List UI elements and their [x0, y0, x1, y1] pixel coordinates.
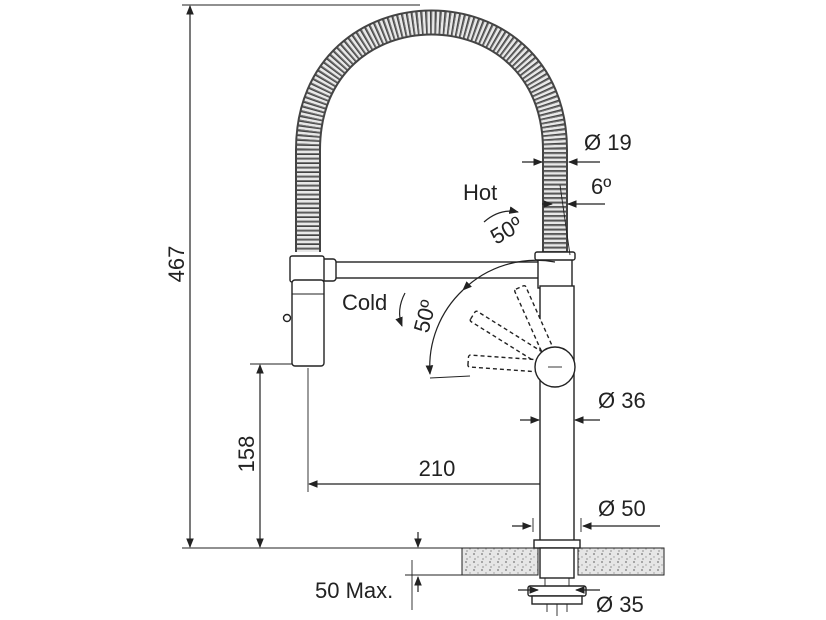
dimension-swivel-angle: 6º — [542, 174, 611, 256]
angle-arcs — [425, 259, 556, 379]
dimension-spout-height: 158 — [234, 364, 264, 548]
dimension-hole-diameter: Ø 35 — [518, 586, 644, 617]
lever-assembly — [467, 285, 576, 388]
dimension-base-diameter: Ø 50 — [512, 496, 660, 532]
dimension-deck-thickness: 50 Max. — [315, 532, 422, 603]
hot-indicator: Hot 50º — [463, 180, 527, 249]
hot-label: Hot — [463, 180, 497, 205]
lever-diameter-label: Ø 36 — [598, 388, 646, 413]
reach-label: 210 — [419, 456, 456, 481]
mounting-hardware — [527, 578, 587, 616]
spray-head — [282, 255, 325, 367]
total-height-label: 467 — [164, 246, 189, 283]
dimension-hose-diameter: Ø 19 — [522, 130, 632, 166]
hot-angle-label: 50º — [486, 211, 527, 249]
hole-diameter-label: Ø 35 — [596, 592, 644, 617]
spout-arm — [317, 258, 543, 282]
hose-diameter-label: Ø 19 — [584, 130, 632, 155]
base-diameter-label: Ø 50 — [598, 496, 646, 521]
swivel-angle-label: 6º — [591, 174, 611, 199]
spring-hose — [295, 9, 568, 255]
spray-button — [282, 313, 292, 323]
cold-label: Cold — [342, 290, 387, 315]
spout-height-label: 158 — [234, 436, 259, 473]
dimension-lever-diameter: Ø 36 — [520, 388, 646, 424]
countertop — [461, 539, 665, 579]
deck-thickness-label: 50 Max. — [315, 578, 393, 603]
dimension-reach: 210 — [308, 456, 555, 488]
cold-indicator: Cold 50º — [342, 290, 441, 335]
dimension-total-height: 467 — [164, 5, 194, 548]
faucet-body — [534, 251, 576, 543]
